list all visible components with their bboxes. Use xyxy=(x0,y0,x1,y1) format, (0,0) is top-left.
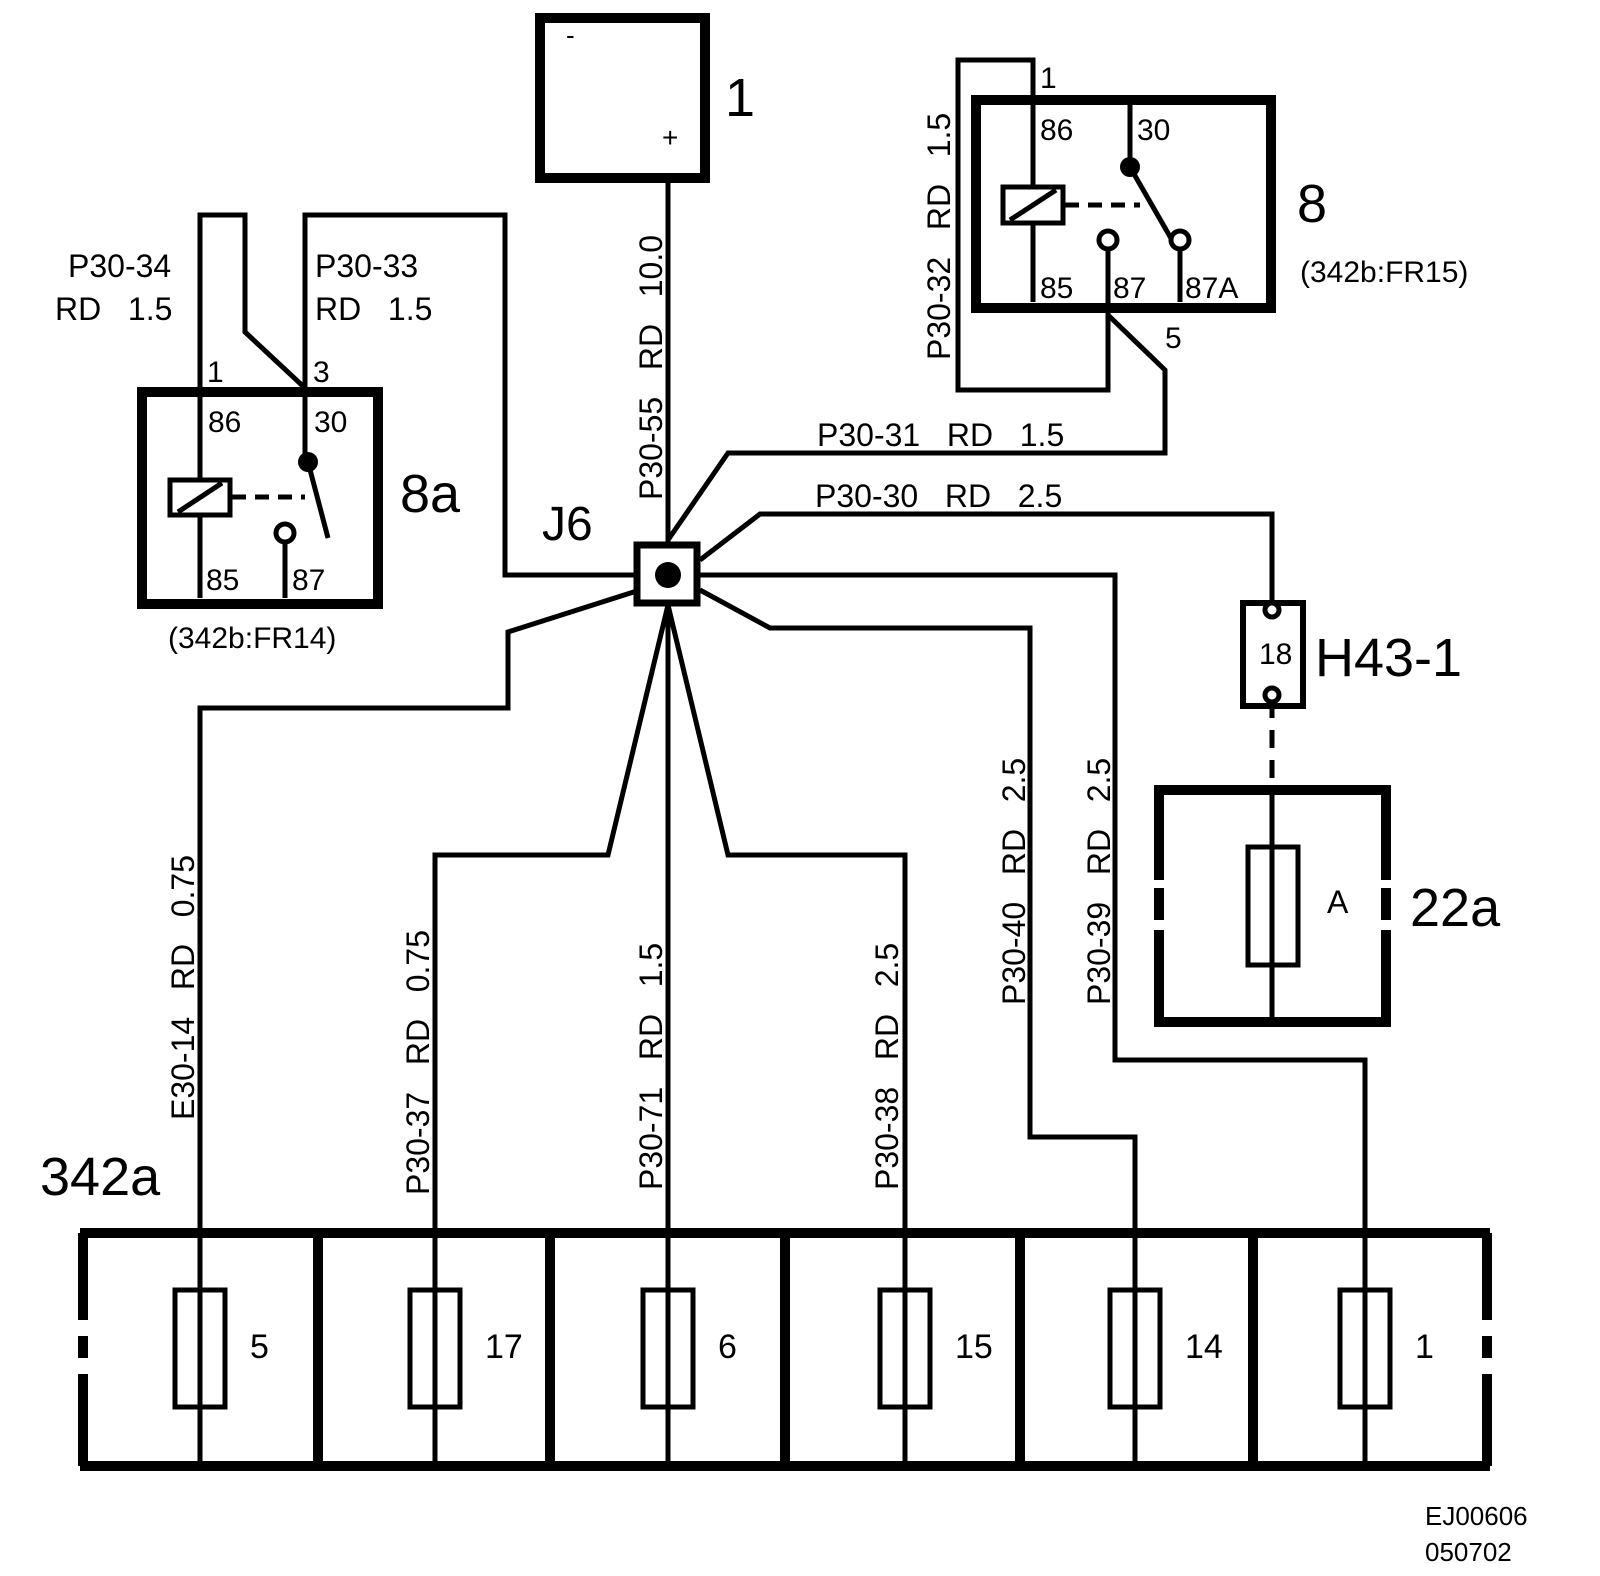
fuse-h43-1: 18 H43-1 xyxy=(1240,600,1462,709)
relay-8-pin86: 86 xyxy=(1040,114,1073,147)
relay-8a-pin86: 86 xyxy=(208,406,241,439)
battery: - + 1 xyxy=(535,13,755,183)
relay-8a: 86 30 85 87 1 3 8a (342b:FR14) xyxy=(137,356,461,655)
wire-p30-33-id: P30-33 xyxy=(315,248,418,284)
relay-8-label: 8 xyxy=(1297,174,1327,234)
battery-minus: - xyxy=(566,20,575,50)
relay-8: 86 30 85 87 87A 1 5 8 (342b:FR15) xyxy=(971,62,1468,355)
fuse-cell: 5 xyxy=(172,1233,269,1466)
splice-label: J6 xyxy=(542,498,593,551)
unit-22a-inner: A xyxy=(1327,884,1349,920)
fuse-18-number: 18 xyxy=(1259,638,1292,671)
wire-e30-14-label: E30-14 RD 0.75 xyxy=(165,855,201,1120)
relay-8-pin85: 85 xyxy=(1040,272,1073,305)
wire-p30-34-spec: RD 1.5 xyxy=(55,291,172,327)
footer-code: EJ00606 xyxy=(1425,1501,1528,1531)
battery-plus: + xyxy=(662,122,678,153)
battery-label: 1 xyxy=(725,68,755,128)
wire-p30-32-label: P30-32 RD 1.5 xyxy=(921,113,957,360)
relay-8a-conn1: 1 xyxy=(207,356,224,389)
relay-8a-pin87: 87 xyxy=(292,564,325,597)
wires xyxy=(197,57,1368,1290)
fusebox-label: 342a xyxy=(40,1147,161,1207)
relay-8a-pin85: 85 xyxy=(206,564,239,597)
splice-j6: J6 xyxy=(542,498,701,607)
footer: EJ00606 050702 xyxy=(1425,1501,1528,1567)
fuse-number: 6 xyxy=(718,1328,737,1366)
unit-22a: A 22a xyxy=(1154,785,1501,1027)
fuse-number: 15 xyxy=(955,1328,993,1366)
h43-label: H43-1 xyxy=(1315,628,1462,688)
relay-8a-conn3: 3 xyxy=(313,356,330,389)
relay-8a-label: 8a xyxy=(400,464,461,524)
fuse-cell: 15 xyxy=(877,1233,993,1466)
relay-8-pin30: 30 xyxy=(1137,114,1170,147)
relay-8-conn1: 1 xyxy=(1040,62,1057,95)
relay-8-conn5: 5 xyxy=(1165,322,1182,355)
wire-p30-71-label: P30-71 RD 1.5 xyxy=(633,943,669,1190)
wire-p30-39-label: P30-39 RD 2.5 xyxy=(1081,758,1117,1005)
wire-p30-38-label: P30-38 RD 2.5 xyxy=(869,943,905,1190)
wire-p30-31-label: P30-31 RD 1.5 xyxy=(817,417,1064,453)
wire-p30-37-label: P30-37 RD 0.75 xyxy=(400,930,436,1195)
relay-8-pin87: 87 xyxy=(1113,272,1146,305)
fusebox-342a: 5 17 6 15 14 1 342a xyxy=(40,1147,1492,1471)
relay-8-ref: (342b:FR15) xyxy=(1300,256,1468,289)
fuse-cell: 6 xyxy=(640,1233,737,1466)
fuse-number: 17 xyxy=(485,1328,523,1366)
wire-p30-34-id: P30-34 xyxy=(68,248,171,284)
fuse-number: 5 xyxy=(250,1328,269,1366)
wire-p30-55-label: P30-55 RD 10.0 xyxy=(633,235,669,500)
fuse-cell: 1 xyxy=(1337,1233,1434,1466)
relay-8a-pin30: 30 xyxy=(314,406,347,439)
fuse-number: 14 xyxy=(1185,1328,1223,1366)
fuse-number: 1 xyxy=(1415,1328,1434,1366)
fuse-cell: 14 xyxy=(1107,1233,1223,1466)
fuse-cell: 17 xyxy=(407,1233,523,1466)
vertical-wire-labels: P30-55 RD 10.0 P30-32 RD 1.5 E30-14 RD 0… xyxy=(165,113,1117,1195)
footer-date: 050702 xyxy=(1425,1537,1512,1567)
relay-8a-ref: (342b:FR14) xyxy=(168,622,336,655)
wire-p30-33-spec: RD 1.5 xyxy=(315,291,432,327)
relay-8-pin87a: 87A xyxy=(1185,272,1238,305)
unit-22a-label: 22a xyxy=(1410,878,1501,938)
wire-labels: P30-34 RD 1.5 P30-33 RD 1.5 P30-31 RD 1.… xyxy=(55,248,1064,514)
wire-p30-40-label: P30-40 RD 2.5 xyxy=(996,758,1032,1005)
wire-p30-30-label: P30-30 RD 2.5 xyxy=(815,478,1062,514)
